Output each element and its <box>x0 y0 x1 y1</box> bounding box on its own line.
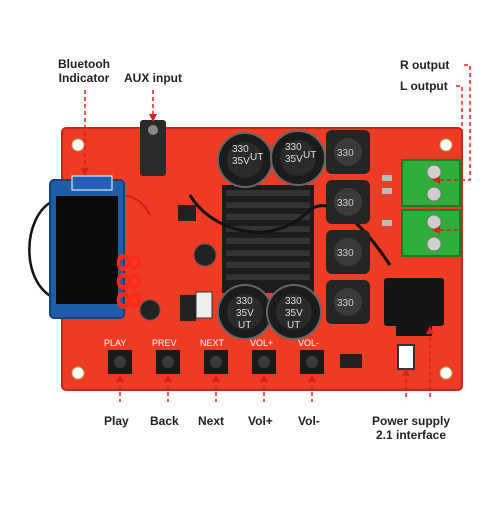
svg-text:330: 330 <box>337 148 354 159</box>
display-wire-black <box>28 198 61 302</box>
dc-power-jack <box>384 278 444 326</box>
label-bluetooth-line1: Bluetooh <box>58 57 110 71</box>
led-display-module: 888 <box>49 179 147 319</box>
aux-jack <box>140 120 166 176</box>
ic-chip <box>340 354 362 368</box>
btn-next[interactable]: NEXT <box>200 338 228 374</box>
aux-jack-hole <box>148 125 158 135</box>
cap-label-1: 330 <box>232 144 249 155</box>
label-power-supply: Power supply 2.1 interface <box>372 414 450 442</box>
cap-label-1: 330 <box>285 296 302 307</box>
capacitor-top-right: 330 35V UT <box>270 130 326 186</box>
mount-hole <box>439 366 453 380</box>
label-vol-minus: Vol- <box>298 414 320 428</box>
label-vol-plus: Vol+ <box>248 414 273 428</box>
label-bluetooth-line2: Indicator <box>58 71 110 85</box>
cap-label-1: 330 <box>236 296 253 307</box>
label-r-output: R output <box>400 58 450 72</box>
label-power-line1: Power supply <box>372 414 451 428</box>
svg-text:330: 330 <box>337 298 354 309</box>
callout-arrowheads <box>81 114 440 382</box>
btn-prev[interactable]: PREV <box>152 338 180 374</box>
label-l-output: L output <box>400 79 448 93</box>
silk-volp: VOL+ <box>250 338 273 348</box>
capacitor-bottom-right: 330 35V UT <box>266 284 322 340</box>
label-next: Next <box>198 414 225 428</box>
label-aux-input: AUX input <box>124 71 182 85</box>
small-capacitor <box>139 299 161 321</box>
inductor: 330 <box>326 130 370 174</box>
inductor: 330 <box>326 230 370 274</box>
heatsink <box>222 185 314 293</box>
smd-component <box>382 188 392 194</box>
small-capacitor <box>193 243 217 267</box>
cap-label-2: 35V <box>236 308 254 319</box>
cap-label-3: UT <box>250 152 263 163</box>
label-bluetooth-indicator: Bluetooh Indicator <box>58 57 110 85</box>
cap-label-2: 35V <box>285 308 303 319</box>
bluetooth-module <box>71 175 113 191</box>
display-digits: 888 <box>109 253 147 310</box>
dip-switch <box>195 291 213 319</box>
power-switch <box>397 344 415 370</box>
smd-component <box>382 220 392 226</box>
smd-component <box>382 175 392 181</box>
ic-chip <box>178 205 196 221</box>
mount-hole <box>71 366 85 380</box>
black-wire <box>188 194 392 266</box>
terminal-block-bottom <box>401 209 461 257</box>
label-play: Play <box>104 414 129 428</box>
capacitor-top-left: 330 35V UT <box>217 132 273 188</box>
btn-volm[interactable]: VOL- <box>298 338 324 374</box>
cap-label-3: UT <box>303 150 316 161</box>
cap-label-3: UT <box>238 320 251 331</box>
cap-label-2: 35V <box>232 156 250 167</box>
btn-volp[interactable]: VOL+ <box>250 338 276 374</box>
ic-chip <box>180 295 196 321</box>
cap-label-2: 35V <box>285 154 303 165</box>
label-power-line2: 2.1 interface <box>375 428 447 442</box>
silk-next: NEXT <box>200 338 225 348</box>
inductor: 330 <box>326 280 370 324</box>
silk-play: PLAY <box>104 338 126 348</box>
dc-power-jack-tab <box>396 326 432 336</box>
mount-hole <box>439 138 453 152</box>
terminal-block-top <box>401 159 461 207</box>
svg-text:330: 330 <box>337 198 354 209</box>
label-back: Back <box>150 414 179 428</box>
silk-volm: VOL- <box>298 338 319 348</box>
btn-play[interactable]: PLAY <box>104 338 132 374</box>
mount-hole <box>71 138 85 152</box>
svg-text:330: 330 <box>337 248 354 259</box>
silk-prev: PREV <box>152 338 177 348</box>
inductor: 330 <box>326 180 370 224</box>
cap-label-3: UT <box>287 320 300 331</box>
capacitor-bottom-left: 330 35V UT <box>217 284 273 340</box>
cap-label-1: 330 <box>285 142 302 153</box>
